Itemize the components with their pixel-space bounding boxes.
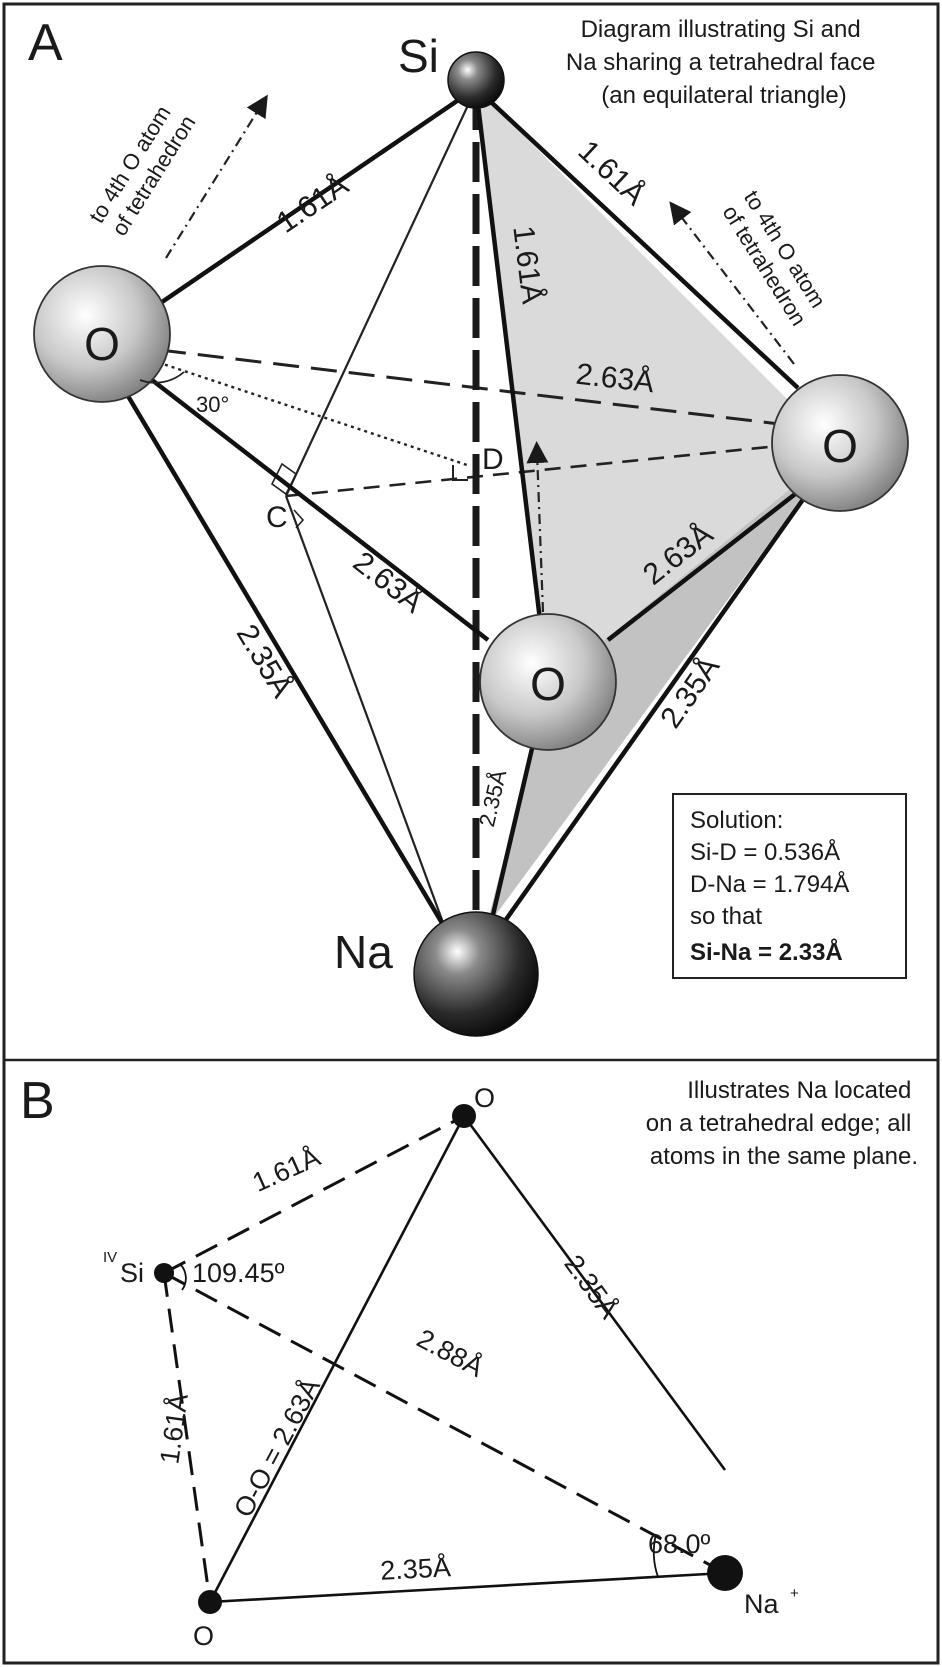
si-label: Si (398, 30, 439, 82)
face-si-o-o (476, 88, 838, 686)
label-si-o-top-b: 1.61Å (248, 1141, 325, 1198)
arrow-to-d (526, 441, 549, 613)
right-angle-c (270, 462, 298, 496)
label-o-na-bottom-b: 2.35Å (379, 1551, 451, 1586)
solution-line-1: Solution: (690, 807, 783, 834)
label-angle-si-b: 109.45º (192, 1258, 285, 1288)
right-angle-d (452, 465, 468, 481)
angle-arc-30 (139, 371, 185, 384)
o-label-bottom: O (193, 1621, 214, 1651)
line-c-na (284, 495, 447, 929)
right-angle-c2 (293, 509, 305, 529)
line-si-c (285, 87, 477, 497)
note-4th-o-right: to 4th O atom of tetrahedron (717, 186, 834, 331)
line-o-d-dotted (144, 356, 471, 468)
note-4th-o-left: to 4th O atom of tetrahedron (84, 96, 201, 241)
point-c-label: C (266, 501, 288, 534)
o-atom-bottom (198, 1590, 222, 1614)
label-o-na-top-b: 2.35Å (558, 1249, 625, 1324)
si-label-b: Si (120, 1258, 144, 1288)
si-atom-b (154, 1263, 174, 1283)
na-label-b: Na (744, 1589, 779, 1619)
o-label-left: O (84, 318, 120, 370)
o-atom-left (33, 265, 171, 403)
bond-si-o-top (163, 1114, 465, 1275)
o-label-front: O (530, 658, 566, 710)
panel-a-letter: A (28, 14, 63, 72)
label-si-na-b: 2.88Å (412, 1322, 489, 1382)
si-prefix-label: IV (103, 1249, 117, 1266)
na-charge-label: + (790, 1585, 799, 1602)
solution-line-5: Si-Na = 2.33Å (690, 938, 843, 966)
solution-line-3: D-Na = 1.794Å (690, 870, 849, 898)
panel-b: B Illustrates Na located on a tetrahedra… (20, 1072, 918, 1651)
bond-si-o-front (473, 87, 543, 621)
bond-si-o-right (474, 86, 800, 390)
bond-o-na-front (485, 739, 537, 937)
label-si-o-bottom-b: 1.61Å (153, 1392, 194, 1466)
bond-si-o-left (160, 86, 478, 304)
solution-box (672, 793, 907, 979)
line-c-o (285, 443, 789, 498)
na-label: Na (334, 926, 393, 978)
panel-b-letter: B (20, 1072, 55, 1130)
edge-o-o (208, 1115, 466, 1603)
solution-line-2: Si-D = 0.536Å (690, 838, 840, 866)
point-d-label: D (482, 443, 504, 476)
na-atom (413, 911, 539, 1037)
solution-line-4: so that (690, 903, 762, 930)
angle-label-30: 30° (196, 392, 229, 417)
label-o-na-front: 2.35Å (474, 767, 511, 829)
label-si-o-left: 1.61Å (271, 169, 354, 240)
o-atom-top (452, 1104, 476, 1128)
o-atom-right (771, 374, 909, 512)
panel-b-caption: Illustrates Na located on a tetrahedral … (646, 1077, 918, 1170)
arrow-left-4th-o (165, 94, 268, 259)
arrow-right-4th-o (669, 201, 795, 365)
bond-o-bottom-na (209, 1571, 726, 1604)
o-atom-front (479, 613, 617, 751)
bond-o-na-right (498, 448, 840, 930)
angle-arc-na (652, 1533, 659, 1578)
bond-o-na-left (126, 394, 447, 930)
si-atom (447, 51, 505, 109)
edge-o-o-front-left (150, 378, 490, 642)
angle-arc-si (179, 1263, 187, 1291)
bond-o-top-na (462, 1115, 727, 1471)
o-label-right: O (822, 420, 858, 472)
na-atom-b (707, 1555, 743, 1591)
bond-si-o-bottom (162, 1272, 212, 1603)
o-label-top: O (474, 1083, 495, 1113)
label-angle-na-b: 68.0º (648, 1529, 711, 1559)
face-o-o-na (486, 450, 838, 928)
panel-a: A Diagram illustrating Si and Na sharing… (28, 14, 909, 1037)
label-o-o-b: O-O = 2.63Å (227, 1373, 326, 1522)
edge-o-o-front-right (606, 482, 810, 642)
panel-a-caption: Diagram illustrating Si and Na sharing a… (566, 16, 882, 109)
